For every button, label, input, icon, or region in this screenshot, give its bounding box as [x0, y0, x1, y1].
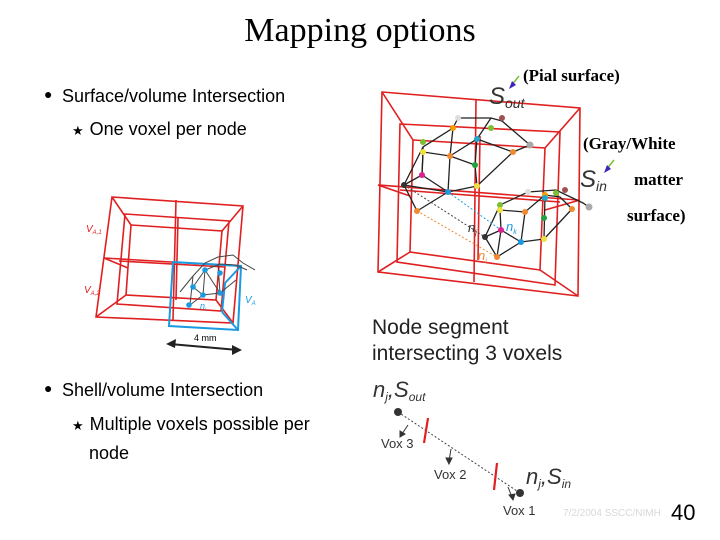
left-mesh: [179, 254, 256, 306]
label-nk: nk: [506, 219, 517, 236]
mesh-nodes: [401, 115, 593, 260]
scale-label: 4 mm: [194, 333, 217, 343]
caption-line: intersecting 3 voxels: [372, 342, 563, 365]
pial-surface-label: (Pial surface): [523, 66, 620, 85]
label-nj-sout: nj,Sout: [373, 377, 426, 404]
gray-white-label-line3: surface): [627, 206, 686, 225]
star-icon: ★: [72, 123, 84, 138]
label-nj: nj: [468, 220, 477, 237]
slide-title: Mapping options: [244, 12, 476, 49]
bullet-text: Shell/volume Intersection: [62, 380, 264, 400]
sub-bullet-continuation: node: [89, 443, 130, 463]
label-va1: VA,1: [86, 224, 102, 236]
footer-text: 7/2/2004 SSCC/NIMH: [563, 508, 661, 519]
label-va: VA: [245, 295, 256, 307]
sub-bullet-text: Multiple voxels possible per: [89, 414, 310, 434]
gray-white-label-line1: (Gray/White: [583, 134, 676, 153]
segment-caption: Node segment intersecting 3 voxels: [372, 315, 562, 367]
segment-node-bottom: [516, 489, 524, 497]
label-s-in: Sin: [580, 166, 607, 194]
vox2-label: Vox 2: [434, 467, 467, 482]
sub-bullet-text: One voxel per node: [89, 119, 247, 139]
label-s-out: Sout: [489, 83, 526, 111]
bullet-surface-volume: ● Surface/volume Intersection: [44, 86, 285, 107]
label-nj-sin: nj,Sin: [526, 464, 571, 491]
pial-pointer-arrow-icon: [509, 75, 520, 89]
voxel-arrows: [399, 424, 516, 502]
sub-bullet-multiple-voxels: ★ Multiple voxels possible per: [72, 414, 310, 435]
star-icon: ★: [72, 418, 84, 433]
left-mesh-nodes: [186, 267, 223, 308]
label-ni-left: ni: [200, 301, 207, 313]
gray-white-label-line2: matter: [634, 170, 684, 189]
label-va2: VA,2: [84, 285, 100, 297]
bullet-text: Surface/volume Intersection: [62, 86, 286, 106]
node-segments: [403, 184, 502, 258]
sub-bullet-one-voxel: ★ One voxel per node: [72, 119, 247, 140]
vox1-label: Vox 1: [503, 503, 536, 518]
bullet-dot-icon: ●: [44, 380, 53, 396]
caption-line: Node segment: [372, 316, 509, 339]
bullet-dot-icon: ●: [44, 86, 53, 102]
voxel-boundary-1: [422, 417, 430, 444]
label-ni: ni: [478, 248, 487, 265]
segment-node-top: [394, 408, 402, 416]
red-voxel-grid: [377, 91, 581, 297]
gw-pointer-arrow-icon: [604, 159, 615, 173]
voxel-boundary-2: [492, 462, 499, 491]
vox3-label: Vox 3: [381, 436, 414, 451]
scale-arrow-icon: [166, 339, 242, 355]
segment-line: [397, 411, 521, 494]
page-number: 40: [671, 500, 696, 525]
bullet-shell-volume: ● Shell/volume Intersection: [44, 380, 263, 401]
